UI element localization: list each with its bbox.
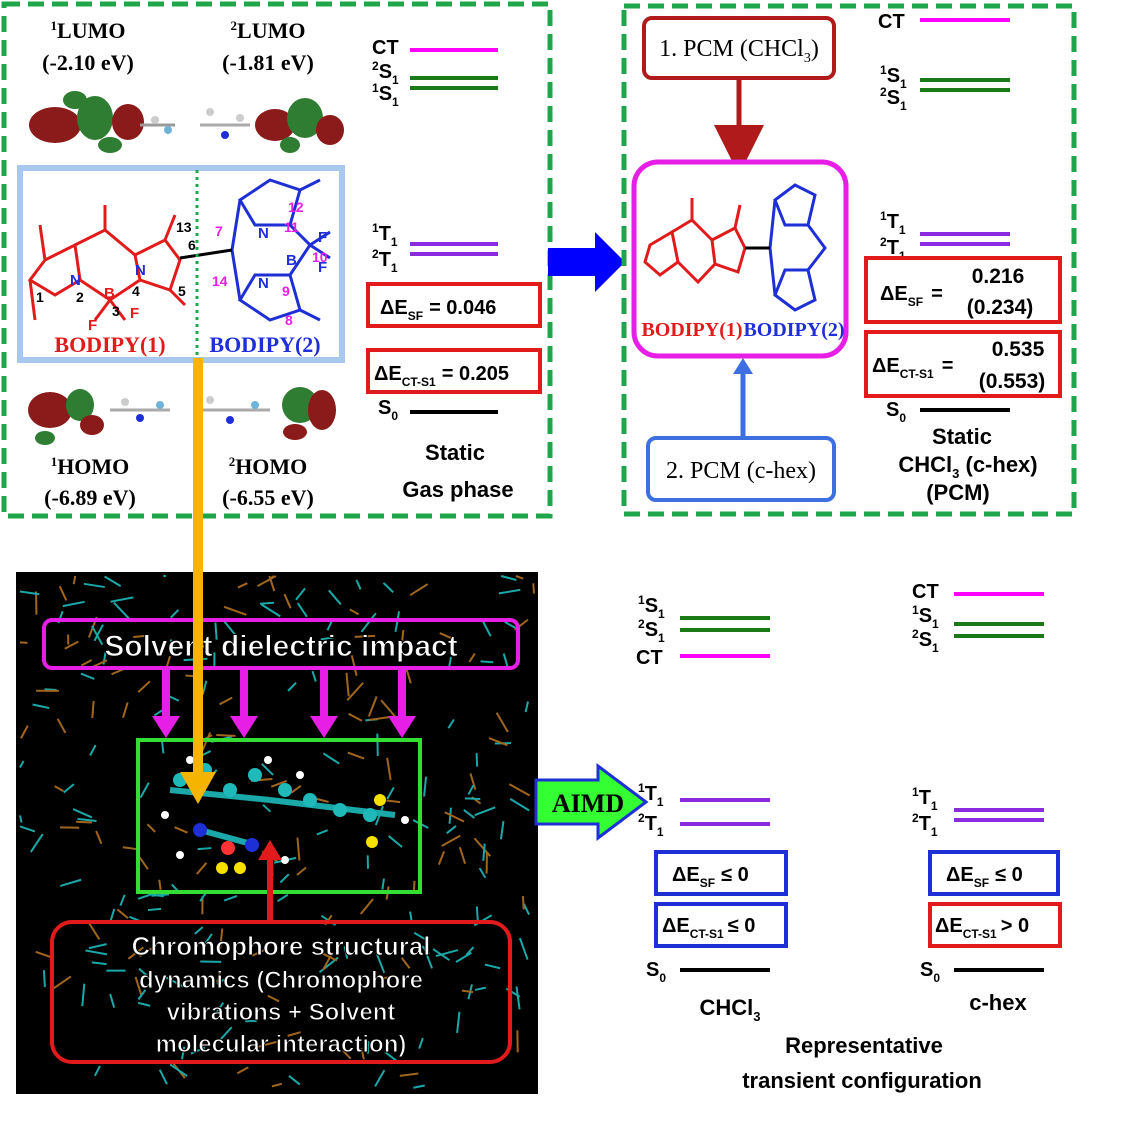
chromophore-label-line-3: vibrations + Solvent	[167, 999, 396, 1026]
solvent-bond	[159, 880, 160, 890]
homo1-energy: (-6.89 eV)	[44, 485, 136, 510]
chromophore-label-line-1: Chromophore structural	[131, 931, 430, 961]
pcm1-label: 1. PCM (CHCl3)	[659, 36, 819, 66]
atom-number-7: 7	[215, 223, 223, 239]
gas-t1-label: 1T1	[372, 221, 398, 249]
orange-arrow-shaft	[193, 358, 203, 776]
solvent-bond	[76, 822, 92, 823]
atom-n-label: N	[258, 225, 269, 242]
pcm-delta-sf-value2: (0.234)	[967, 296, 1034, 319]
gas-caption-phase: Gas phase	[402, 477, 513, 502]
chromophore-label-line-4: molecular interaction)	[156, 1031, 407, 1058]
pcm-s0-label: S0	[886, 399, 906, 425]
chcl3-s2-label: 2S1	[638, 617, 665, 645]
lumo1-energy: (-2.10 eV)	[42, 50, 134, 75]
atom-number-4: 4	[132, 283, 140, 299]
solvent-bond	[477, 906, 478, 921]
chex-s2-label: 2S1	[912, 627, 939, 655]
bodipy1-label: BODIPY(1)	[54, 332, 165, 357]
homo2-label: 2HOMO	[229, 454, 308, 479]
chex-s0-label: S0	[920, 959, 940, 985]
atom-number-14: 14	[212, 273, 228, 289]
gas-t2-label: 2T1	[372, 247, 398, 275]
pcm-caption-solvent: CHCl3 (c-hex)	[898, 452, 1037, 481]
atom-number-9: 9	[282, 283, 290, 299]
pcm-delta-ct-value2: (0.553)	[979, 370, 1046, 393]
gas-caption-static: Static	[425, 440, 485, 465]
homo1-label: 1HOMO	[51, 454, 130, 479]
solvent-bond	[465, 798, 480, 799]
chex-ct-label: CT	[912, 581, 939, 603]
lumo1-orbital-image	[29, 91, 175, 153]
chex-t1-label: 1T1	[912, 785, 938, 813]
bodipy2-label: BODIPY(2)	[209, 332, 320, 357]
atom-number-8: 8	[285, 312, 293, 328]
chex-caption: c-hex	[969, 990, 1027, 1015]
transient-caption-2: transient configuration	[742, 1068, 982, 1093]
homo2-orbital-image	[200, 387, 336, 440]
pcm-caption-pcm: (PCM)	[926, 480, 990, 505]
atom-number-13: 13	[176, 219, 192, 235]
lumo2-orbital-image	[200, 98, 344, 153]
pcm-bodipy2-label: BODIPY(2)	[743, 319, 844, 341]
chcl3-caption: CHCl3	[699, 995, 760, 1024]
atom-number-2: 2	[76, 289, 84, 305]
atom-number-5: 5	[178, 283, 186, 299]
lumo2-label: 2LUMO	[231, 18, 306, 43]
pcm-ct-label: CT	[878, 11, 905, 33]
atom-f-label: F	[130, 305, 139, 322]
lumo2-energy: (-1.81 eV)	[222, 50, 314, 75]
pcm2-arrow-head	[733, 358, 753, 374]
lumo1-label: 1LUMO	[51, 18, 126, 43]
solvent-bond	[216, 735, 235, 736]
atom-n-label: N	[135, 262, 146, 279]
blue-arrow-to-pcm	[548, 232, 625, 292]
pcm-delta-ct-value: 0.535	[992, 338, 1045, 361]
atom-b-label: B	[286, 252, 297, 269]
solvent-bond	[523, 896, 524, 909]
pcm2-label: 2. PCM (c-hex)	[666, 458, 816, 484]
homo2-energy: (-6.55 eV)	[222, 485, 314, 510]
solvent-bond	[198, 848, 212, 849]
pcm-bodipy1-label: BODIPY(1)	[641, 319, 742, 341]
solvent-bond	[44, 970, 45, 987]
solvent-label: Solvent dielectric impact	[104, 630, 457, 663]
atom-n-label: N	[70, 272, 81, 289]
chcl3-ct-label: CT	[636, 647, 663, 669]
solvent-bond	[92, 701, 93, 718]
chex-t2-label: 2T1	[912, 811, 938, 839]
atom-number-3: 3	[112, 303, 120, 319]
gas-s0-label: S0	[378, 397, 398, 423]
atom-number-10: 10	[312, 249, 328, 265]
gas-ct-label: CT	[372, 37, 399, 59]
pcm-delta-sf-value: 0.216	[972, 265, 1025, 288]
atom-n-label: N	[258, 275, 269, 292]
chromophore-label-line-2: dynamics (Chromophore	[139, 967, 423, 994]
homo1-orbital-image	[28, 389, 170, 445]
atom-number-1: 1	[36, 289, 44, 305]
solvent-bond	[481, 661, 494, 662]
chcl3-t2-label: 2T1	[638, 811, 664, 839]
transient-caption-1: Representative	[785, 1033, 943, 1058]
solvent-bond	[148, 909, 161, 910]
pcm-caption-static: Static	[932, 424, 992, 449]
atom-number-6: 6	[188, 237, 196, 253]
atom-number-12: 12	[288, 199, 304, 215]
solvent-bond	[477, 753, 478, 766]
atom-number-11: 11	[284, 219, 299, 235]
aimd-label: AIMD	[552, 789, 624, 818]
pcm-t1-label: 1T1	[880, 209, 906, 237]
chcl3-s0-label: S0	[646, 959, 666, 985]
solvent-bond	[533, 583, 534, 593]
atom-b-label: B	[104, 285, 115, 302]
atom-f-label: F	[318, 229, 327, 246]
solvent-bond	[260, 603, 274, 604]
